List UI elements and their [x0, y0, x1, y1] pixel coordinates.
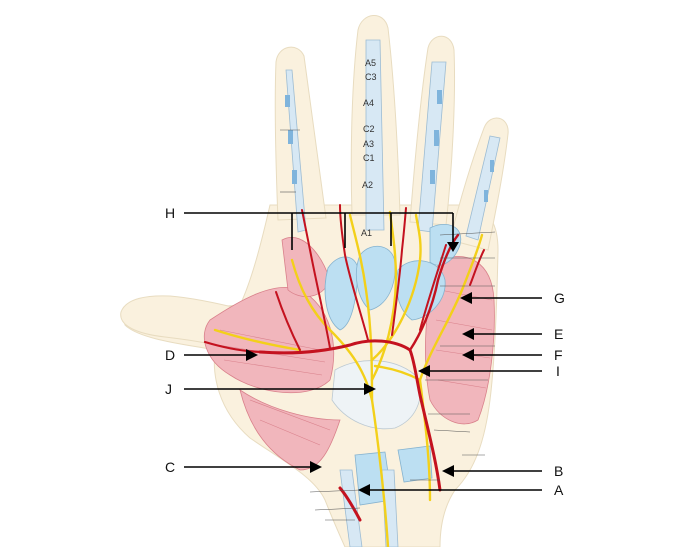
pulley-a1: A1: [361, 228, 372, 238]
label-e: E: [554, 326, 563, 342]
label-j: J: [165, 381, 172, 397]
pulley-a5: A5: [365, 58, 376, 68]
pulley-a3: A3: [363, 139, 374, 149]
b-arrowhead: [442, 465, 454, 477]
minor-leader-lines: [280, 129, 496, 521]
pulley-labels: A5 C3 A4 C2 A3 C1 A2 A1: [361, 58, 377, 238]
j-arrowhead: [364, 383, 376, 395]
e-arrowhead: [462, 328, 474, 340]
pulley-c3: C3: [365, 72, 377, 82]
i-arrowhead: [418, 365, 430, 377]
pulley-a4: A4: [363, 98, 374, 108]
palmar-aponeurosis: [331, 360, 421, 430]
label-f: F: [554, 347, 563, 363]
h-bracket: [184, 212, 459, 252]
arteries: [203, 204, 485, 522]
label-pointers: [184, 292, 542, 496]
a-arrowhead: [358, 484, 370, 496]
f-arrowhead: [462, 349, 474, 361]
label-b: B: [554, 463, 563, 479]
pulley-c1: C1: [363, 153, 375, 163]
label-d: D: [165, 347, 175, 363]
finger-tendons: [285, 39, 501, 241]
label-c: C: [165, 459, 175, 475]
pulley-a2: A2: [362, 180, 373, 190]
label-a: A: [554, 482, 564, 498]
h-arrowhead: [447, 242, 459, 252]
pulley-c2: C2: [363, 124, 375, 134]
label-g: G: [554, 290, 565, 306]
letter-labels: H D J C G E F I B A: [165, 205, 565, 498]
flexor-pronator-area: [239, 389, 341, 471]
g-arrowhead: [460, 292, 472, 304]
label-i: I: [556, 363, 560, 379]
c-arrowhead: [310, 461, 322, 473]
label-h: H: [165, 205, 175, 221]
d-arrowhead: [246, 349, 258, 361]
